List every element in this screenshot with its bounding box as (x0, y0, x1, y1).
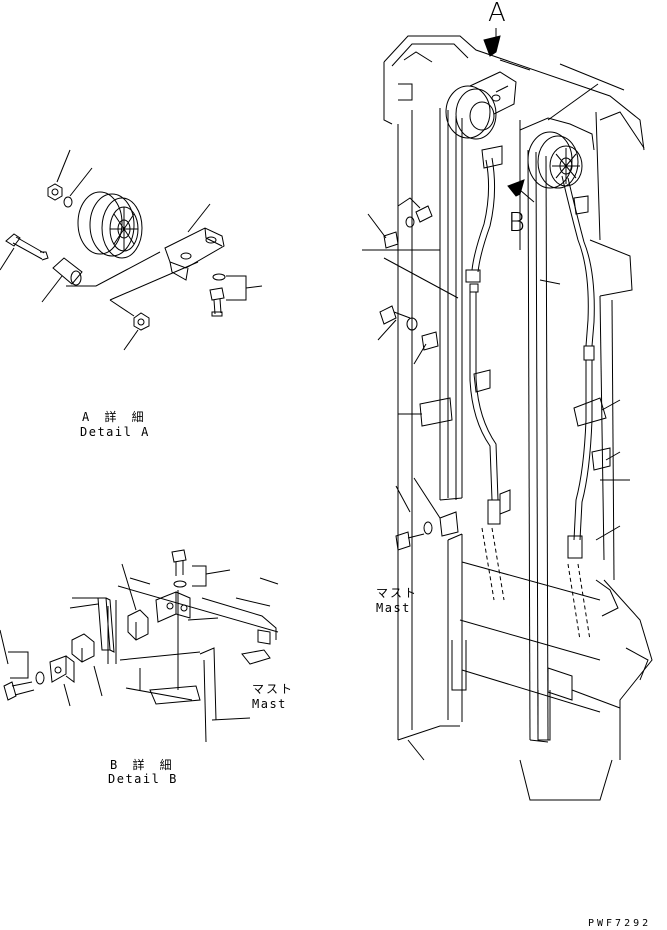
washer-icon (36, 672, 44, 684)
clamp-block-icon (128, 610, 148, 640)
bolt-icon (6, 234, 48, 260)
mast-label-jp: マスト (376, 586, 419, 600)
detail-a-drawing (0, 150, 262, 350)
clamp-plate-icon (156, 592, 190, 622)
bracket-plate-icon (50, 656, 74, 682)
side-bolt-icon (4, 682, 34, 700)
bracket-bolt-icon (210, 274, 225, 316)
mast-label-en: Mast (376, 601, 411, 615)
washer-icon (64, 197, 72, 207)
stopper-block-icon (72, 634, 94, 662)
sheave-left-icon (446, 72, 516, 139)
view-label-b: B (508, 208, 526, 238)
view-label-a: A (488, 0, 506, 28)
pulley-wheel-icon (78, 192, 142, 258)
rubber-pad-icon (98, 598, 114, 652)
bolt-icon (172, 550, 186, 587)
lower-nut-icon (134, 313, 149, 330)
sheave-right-icon (520, 118, 594, 188)
bolt-washer-set-3-icon (396, 512, 458, 550)
bolt-washer-set-icon (384, 206, 432, 248)
detail-b-drawing (0, 550, 278, 742)
spacer-collar-icon (53, 258, 82, 285)
band-clamp-icon (420, 398, 452, 426)
detail-a-title-en: Detail A (80, 425, 150, 439)
detail-b-title-en: Detail B (108, 772, 178, 786)
mast-assembly-drawing (362, 28, 652, 800)
detail-b-title-jp: B 詳 細 (110, 758, 176, 772)
detail-b-mast-label-jp: マスト (252, 682, 295, 696)
view-arrow-b-icon (508, 180, 534, 202)
drawing-code: PWF7292 (588, 918, 652, 929)
nut-icon (48, 184, 62, 200)
bracket-icon (165, 228, 224, 280)
bolt-washer-set-2-icon (380, 306, 438, 350)
detail-b-mast-label-en: Mast (252, 697, 287, 711)
detail-a-title-jp: A 詳 細 (82, 410, 148, 424)
view-arrow-a-icon (484, 28, 500, 56)
